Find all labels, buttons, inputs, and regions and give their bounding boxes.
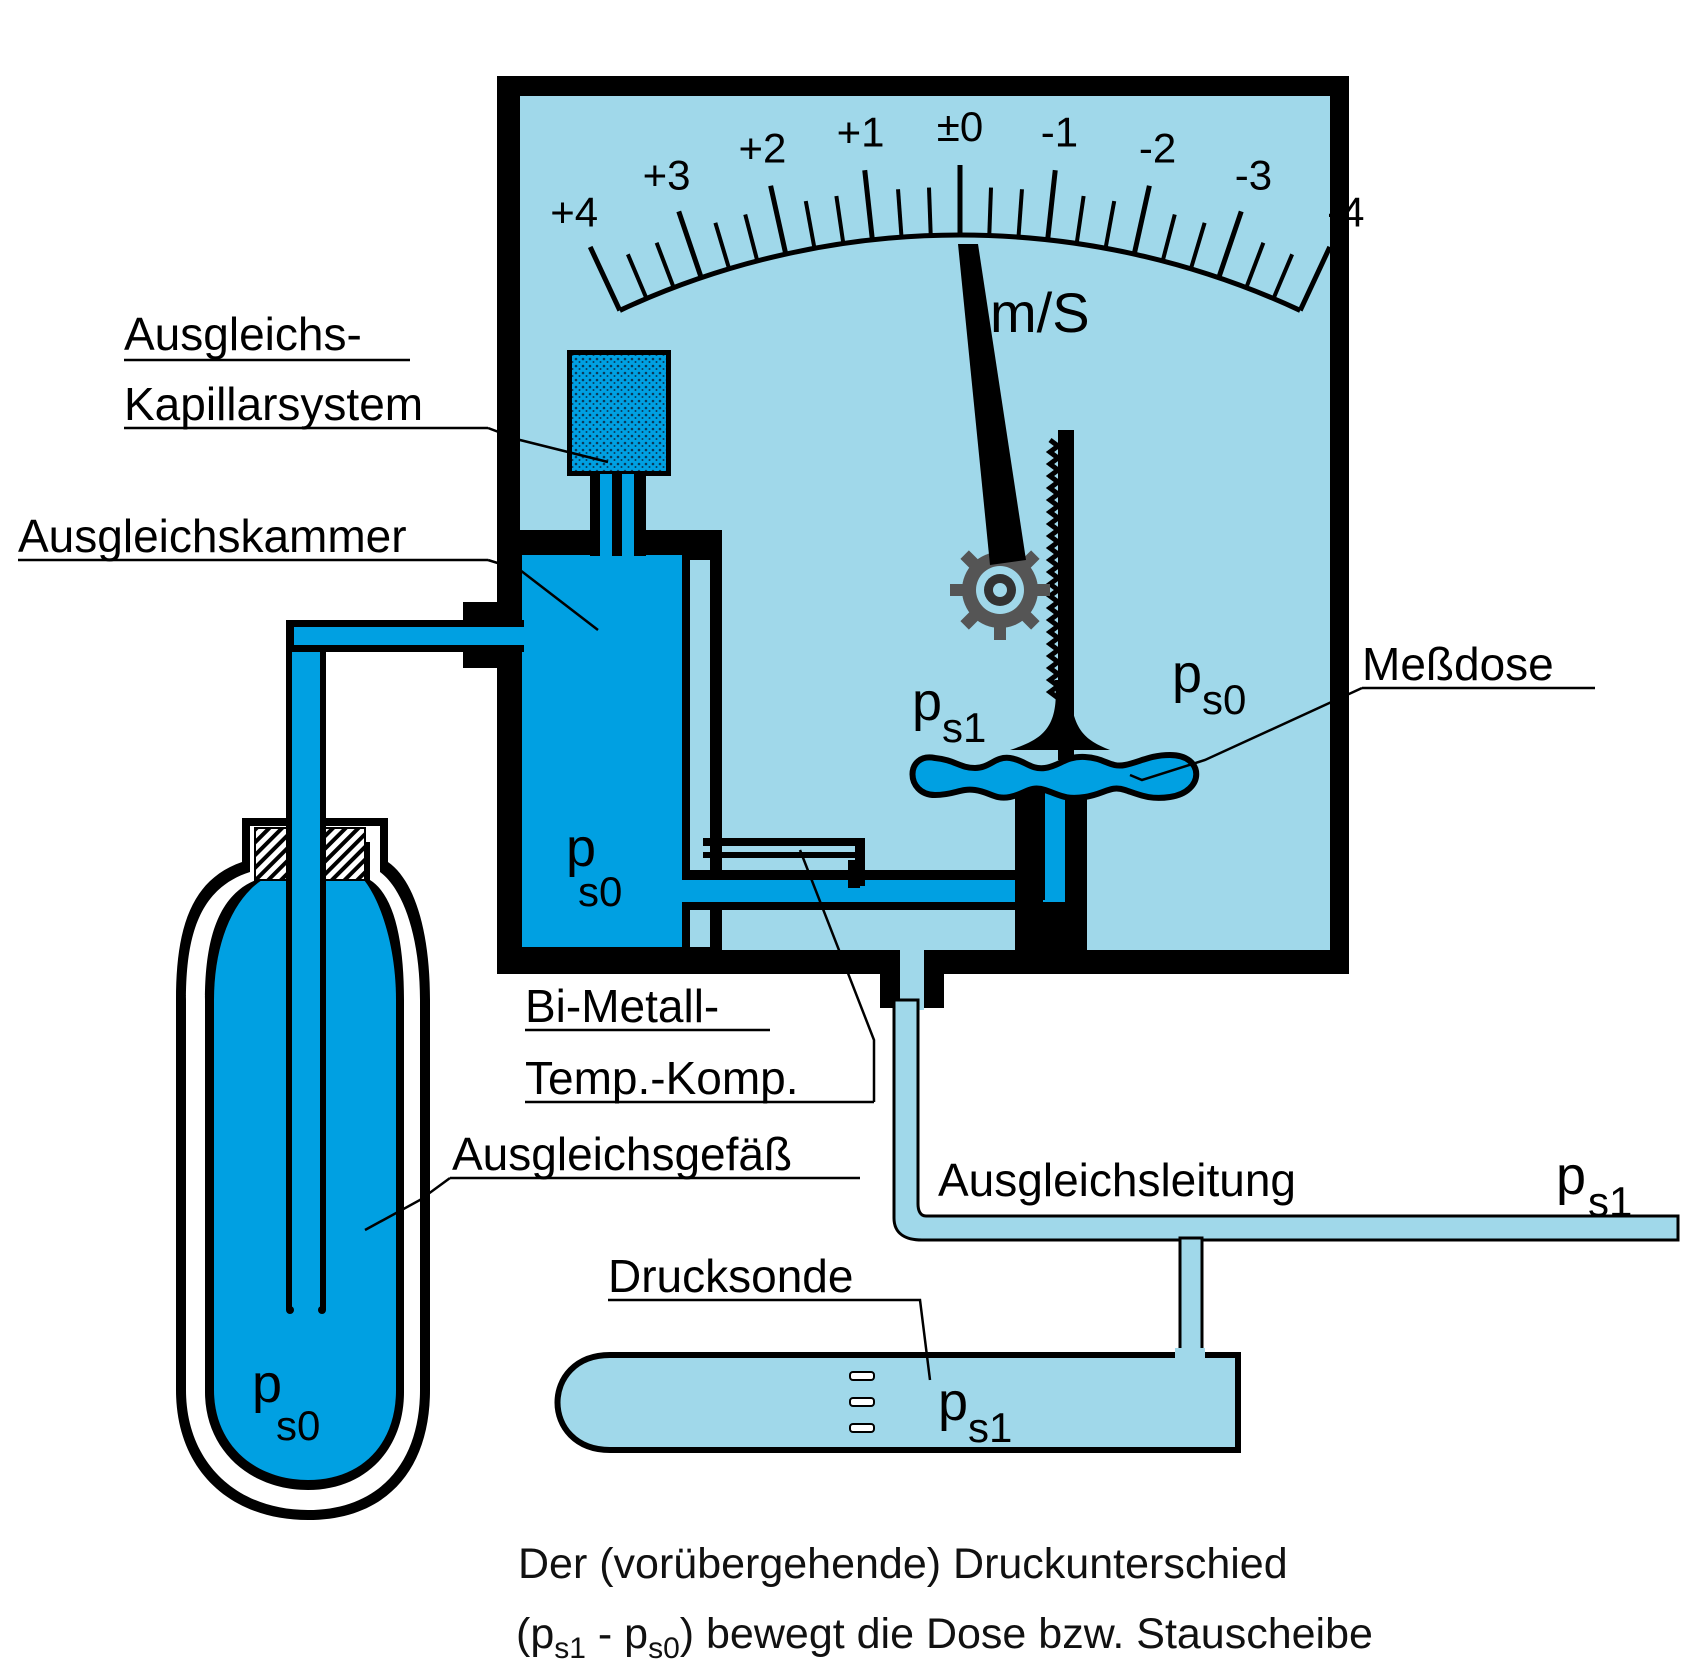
pressure-symbols: p s1 p s0 p s0 p s0 p s1 p s1 <box>252 644 1632 1451</box>
scale-minor-tick <box>1103 200 1117 249</box>
label-bimetall-1: Bi-Metall- <box>525 980 719 1032</box>
label-kapillarsystem: Kapillarsystem <box>124 378 423 430</box>
housing-outlet <box>880 940 944 1010</box>
scale-unit: m/S <box>990 281 1090 344</box>
bimetal-strip <box>703 838 865 888</box>
scale-major-tick <box>1297 245 1333 312</box>
scale-minor-tick <box>654 242 676 289</box>
chamber-to-capsule-tube <box>682 790 1087 950</box>
compensation-bottle <box>176 620 430 1520</box>
scale-minor-tick <box>926 187 933 236</box>
scale-major-tick <box>1131 185 1152 255</box>
scale-tick-label: -1 <box>1041 108 1078 155</box>
label-drucksonde: Drucksonde <box>608 1250 853 1302</box>
svg-text:s1: s1 <box>1588 1178 1632 1225</box>
capillary-block <box>567 350 671 556</box>
svg-text:s1: s1 <box>968 1404 1012 1451</box>
caption: Der (vorübergehende) Druckunterschied (p… <box>516 1540 1373 1665</box>
symbol-ps0-bottle: p s0 <box>252 1354 320 1449</box>
scale-minor-tick <box>803 200 817 249</box>
scale-minor-tick <box>1016 189 1024 238</box>
label-messdose: Meßdose <box>1362 638 1554 690</box>
scale-minor-tick <box>1188 222 1207 270</box>
scale-tick-label: ±0 <box>937 103 983 150</box>
scale-minor-tick <box>1160 213 1177 262</box>
scale-tick-label: +4 <box>550 189 598 236</box>
needle <box>958 244 1026 565</box>
scale-major-tick <box>862 169 875 241</box>
scale-minor-tick <box>1074 195 1086 244</box>
label-ausgleichs-1: Ausgleichs- <box>124 308 362 360</box>
symbol-ps0-chamber: p s0 <box>566 818 622 915</box>
text-labels: Ausgleichs- Kapillarsystem Ausgleichskam… <box>18 281 1554 1302</box>
scale: +4 +3 +2 +1 ±0 -1 -2 -3 -4 <box>550 103 1365 313</box>
label-ausgleichsgefaess: Ausgleichsgefäß <box>452 1128 792 1180</box>
symbol-ps1-line: p s1 <box>1556 1146 1632 1225</box>
label-ausgleichsleitung: Ausgleichsleitung <box>938 1154 1296 1206</box>
equalizing-line <box>892 998 1680 1360</box>
svg-text:p: p <box>938 1372 968 1432</box>
scale-minor-tick <box>1271 253 1294 300</box>
label-ausgleichskammer: Ausgleichskammer <box>18 510 407 562</box>
svg-text:p: p <box>566 818 596 878</box>
scale-major-tick <box>587 245 623 312</box>
scale-minor-tick <box>626 253 649 300</box>
caption-line-1: Der (vorübergehende) Druckunterschied <box>518 1540 1288 1588</box>
scale-minor-tick <box>1244 242 1266 289</box>
scale-major-tick <box>1045 169 1058 241</box>
scale-minor-tick <box>743 213 760 262</box>
scale-major-tick <box>768 185 789 255</box>
scale-tick-label: -2 <box>1139 125 1176 172</box>
scale-minor-tick <box>834 195 846 244</box>
scale-tick-label: +1 <box>837 108 885 155</box>
svg-text:s0: s0 <box>578 868 622 915</box>
symbol-ps1-capsule: p s1 <box>912 672 986 751</box>
compensation-chamber <box>510 530 722 960</box>
bottle-to-chamber-tube <box>288 620 524 652</box>
svg-text:s0: s0 <box>276 1402 320 1449</box>
svg-text:s1: s1 <box>942 704 986 751</box>
scale-tick-label: -3 <box>1235 151 1272 198</box>
svg-text:p: p <box>252 1354 282 1414</box>
gear <box>950 540 1050 640</box>
scale-tick-label: -4 <box>1327 189 1364 236</box>
svg-text:p: p <box>912 672 942 732</box>
label-bimetall-2: Temp.-Komp. <box>525 1052 799 1104</box>
caption-line-2: (ps1 - ps0) bewegt die Dose bzw. Stausch… <box>516 1610 1373 1665</box>
measuring-capsule <box>909 751 1200 801</box>
rack-bar <box>1010 430 1110 760</box>
scale-major-tick <box>676 210 704 279</box>
scale-major-tick <box>1216 210 1244 279</box>
pressure-probe <box>554 1348 1241 1453</box>
scale-minor-tick <box>896 189 904 238</box>
svg-text:s0: s0 <box>1202 676 1246 723</box>
svg-text:p: p <box>1556 1146 1586 1206</box>
scale-tick-label: +2 <box>738 125 786 172</box>
scale-minor-tick <box>987 187 994 236</box>
leader-lines <box>18 358 1595 1381</box>
scale-minor-tick <box>713 222 732 270</box>
scale-tick-label: +3 <box>643 151 691 198</box>
symbol-ps0-capsule: p s0 <box>1172 644 1246 723</box>
svg-text:p: p <box>1172 644 1202 704</box>
symbol-ps1-probe: p s1 <box>938 1372 1012 1451</box>
